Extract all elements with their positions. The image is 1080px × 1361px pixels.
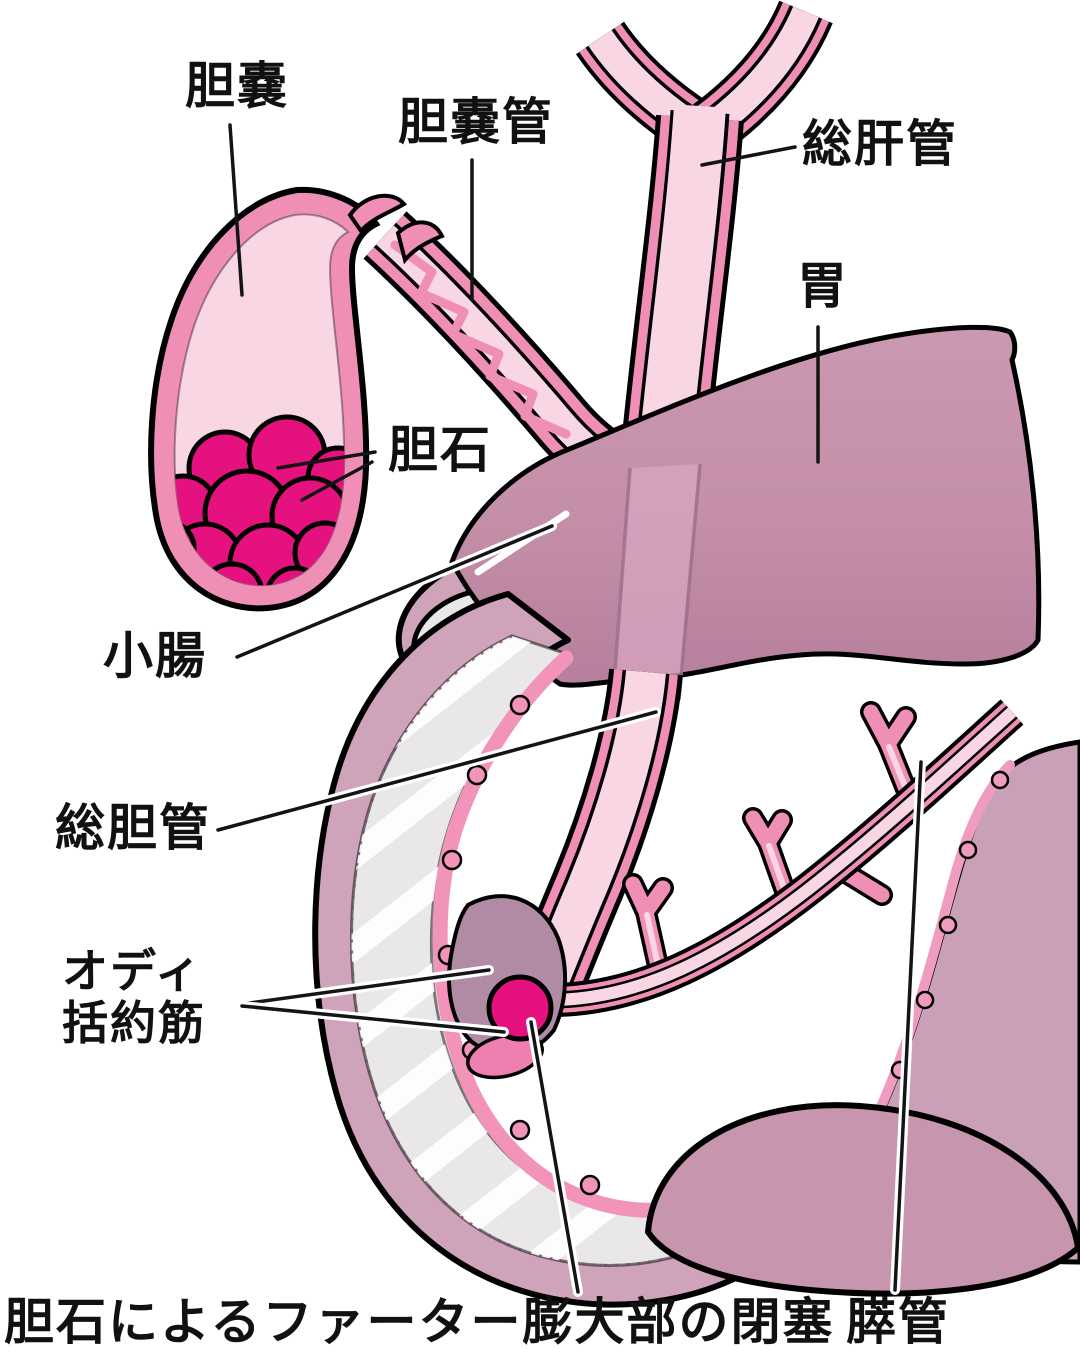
- label-sphincter-of-oddi: オディ 括約筋: [62, 944, 206, 1050]
- label-common-hepatic-duct: 総肝管: [802, 115, 958, 173]
- line-common-bile-duct: [216, 710, 658, 832]
- lower-organ: [644, 1102, 1080, 1297]
- line-gallstone-2: [300, 460, 374, 502]
- label-stomach: 胃: [797, 257, 849, 315]
- bile-duct-behind-stomach: [611, 463, 702, 701]
- line-gallbladder: [228, 123, 244, 297]
- gallbladder: [148, 186, 445, 612]
- neck-folds: [347, 193, 445, 265]
- label-small-intestine: 小腸: [103, 627, 207, 685]
- leader-lines: [213, 123, 926, 1297]
- label-caption: 胆石によるファーター膨大部の閉塞: [4, 1293, 835, 1351]
- line-caption-stone: [529, 1020, 580, 1294]
- label-gallstones: 胆石: [388, 421, 492, 479]
- sphincter-of-oddi: [447, 894, 567, 1080]
- line-oddi-2: [240, 1004, 506, 1034]
- label-common-bile-duct: 総胆管: [55, 799, 211, 857]
- label-cystic-duct: 胆嚢管: [398, 93, 554, 151]
- line-gallstone-1: [276, 450, 377, 470]
- spiral-valves: [390, 240, 571, 439]
- line-oddi-1: [240, 968, 491, 1006]
- label-pancreatic-duct: 膵管: [846, 1293, 950, 1351]
- stomach: [449, 324, 1042, 701]
- label-gallbladder: 胆嚢: [185, 57, 289, 115]
- line-common-hepatic-duct: [700, 145, 797, 167]
- line-small-intestine: [235, 524, 554, 659]
- pancreatic-duct: [555, 699, 1024, 1017]
- line-pancreatic-duct: [893, 760, 923, 1292]
